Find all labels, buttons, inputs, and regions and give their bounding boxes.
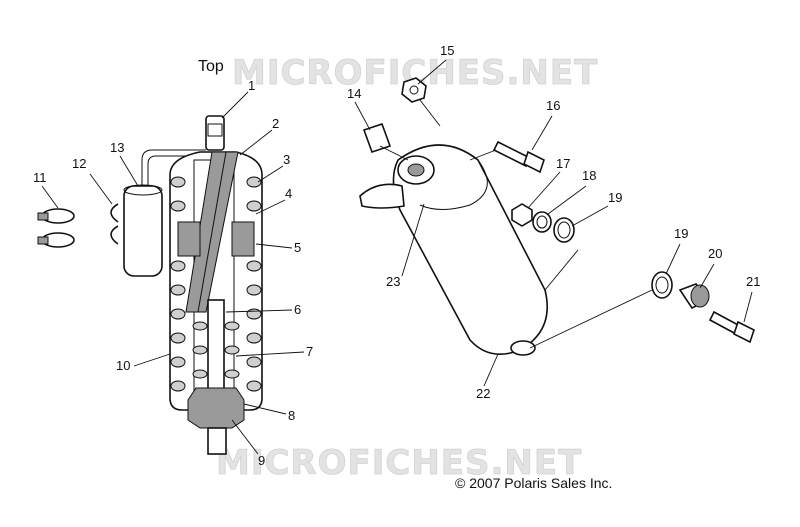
callout-18: 18 — [582, 168, 596, 183]
callouts: 1 2 3 4 5 6 7 8 9 10 11 12 13 14 15 16 1 — [33, 43, 760, 468]
rod-end-bushing — [207, 123, 223, 137]
shock-shaft — [207, 299, 225, 391]
callout-3: 3 — [283, 152, 290, 167]
bushing-14 — [362, 122, 392, 154]
callout-13: 13 — [110, 140, 124, 155]
spring-collar-right — [231, 221, 255, 257]
callout-2: 2 — [272, 116, 279, 131]
spring-coils — [170, 176, 262, 392]
bottom-eyelet — [510, 340, 536, 356]
reservoir-hose — [141, 149, 206, 186]
washer-18 — [532, 211, 552, 233]
bottom-eye — [207, 427, 227, 455]
callout-12: 12 — [72, 156, 86, 171]
watermark-bottom: MICROFICHES.NET — [216, 443, 582, 483]
callout-15: 15 — [440, 43, 454, 58]
nut-17 — [511, 203, 533, 227]
shock-body-exploded — [359, 77, 755, 356]
reservoir-canister — [123, 185, 163, 277]
callout-10: 10 — [116, 358, 130, 373]
top-clip — [359, 183, 405, 209]
top-rod-end — [205, 115, 225, 151]
callout-7: 7 — [306, 344, 313, 359]
callout-1: 1 — [248, 78, 255, 93]
callout-11: 11 — [33, 170, 47, 185]
washer-19-right — [651, 271, 673, 299]
callout-17: 17 — [556, 156, 570, 171]
callout-9: 9 — [258, 453, 265, 468]
callout-8: 8 — [288, 408, 295, 423]
callout-19-right: 19 — [674, 226, 688, 241]
shock-assembly — [141, 115, 263, 455]
hose-clamps — [37, 208, 75, 248]
callout-20: 20 — [708, 246, 722, 261]
callout-16: 16 — [546, 98, 560, 113]
clips — [110, 203, 119, 245]
shock-body — [169, 151, 263, 411]
callout-22: 22 — [476, 386, 490, 401]
callout-14: 14 — [347, 86, 361, 101]
callout-19-top: 19 — [608, 190, 622, 205]
top-label: Top — [198, 58, 224, 75]
watermark-top: MICROFICHES.NET — [232, 53, 598, 93]
bolt-16 — [492, 140, 532, 168]
nut-15 — [401, 77, 427, 103]
callout-5: 5 — [294, 240, 301, 255]
callout-23: 23 — [386, 274, 400, 289]
copyright-text: © 2007 Polaris Sales Inc. — [455, 475, 612, 491]
remote-reservoir — [123, 184, 163, 277]
callout-4: 4 — [285, 186, 292, 201]
bottom-mount — [187, 387, 245, 429]
washer-19-top — [553, 217, 575, 243]
callout-21: 21 — [746, 274, 760, 289]
spring-collar-left — [177, 221, 201, 257]
callout-6: 6 — [294, 302, 301, 317]
